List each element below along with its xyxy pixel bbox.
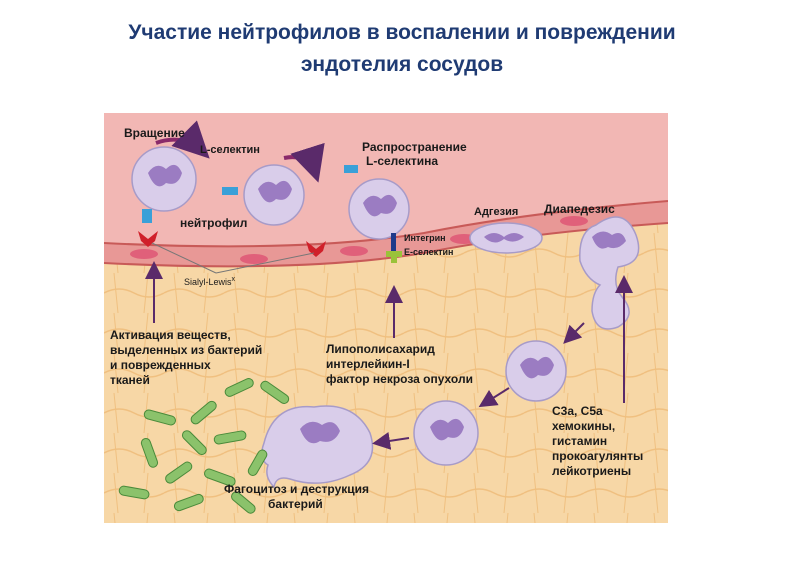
label-activation-2: выделенных из бактерий <box>110 343 262 357</box>
inflammation-diagram: Вращение L-селектин нейтрофил Распростра… <box>104 113 668 523</box>
label-phago-1: Фагоцитоз и деструкция <box>224 482 369 496</box>
arrow-migrate <box>478 387 510 408</box>
l-selectin-marker <box>142 209 152 223</box>
rolling-arrow <box>155 120 210 159</box>
neutrophil-cell <box>348 178 410 240</box>
rolling-arrow <box>283 142 325 183</box>
label-chem-2: хемокины, <box>552 419 615 433</box>
endothelial-nucleus <box>130 249 158 259</box>
label-spreading-1: Распространение <box>362 140 467 154</box>
bacteria-cluster <box>118 378 290 514</box>
sialyl-pointer <box>151 242 315 274</box>
l-selectin-marker <box>344 165 358 173</box>
neutrophil-tissue-cell <box>505 340 567 402</box>
arrow-phago <box>372 432 410 450</box>
endothelial-nucleus <box>340 246 368 256</box>
receptor-marker <box>138 231 158 247</box>
phagocyte-cell <box>261 405 374 489</box>
label-e-selectin: Е-селектин <box>404 247 454 257</box>
label-lps-3: фактор некроза опухоли <box>326 372 473 386</box>
l-selectin-marker <box>222 187 238 195</box>
label-lps-1: Липополисахарид <box>326 342 435 356</box>
arrow-exit <box>563 322 585 344</box>
neutrophil-cell <box>131 146 197 212</box>
label-activation-4: тканей <box>110 373 150 387</box>
label-chem-3: гистамин <box>552 434 607 448</box>
label-rolling: Вращение <box>124 126 185 140</box>
neutrophil-cell <box>243 164 305 226</box>
endothelial-nucleus <box>240 254 268 264</box>
label-chem-1: C3a, C5a <box>552 404 603 418</box>
label-activation-1: Активация веществ, <box>110 328 231 342</box>
neutrophil-tissue-cell <box>413 400 479 466</box>
page-title-line1: Участие нейтрофилов в воспалении и повре… <box>128 21 676 44</box>
label-neutrophil: нейтрофил <box>180 216 247 230</box>
label-diapedesis: Диапедезис <box>544 202 615 216</box>
label-activation-3: и поврежденных <box>110 358 211 372</box>
integrin-marker <box>391 233 396 251</box>
label-spreading-2: L-селектина <box>366 154 438 168</box>
label-adhesion: Адгезия <box>474 206 518 218</box>
endothelial-nucleus <box>560 216 588 226</box>
page-title-line2: эндотелия сосудов <box>300 53 504 76</box>
neutrophil-adhesion-cell <box>469 222 543 254</box>
vessel-lining <box>104 201 668 267</box>
label-lps-2: интерлейкин-I <box>326 357 410 371</box>
label-chem-4: прокоагулянты <box>552 449 643 463</box>
label-chem-5: лейкотриены <box>552 464 631 478</box>
label-phago-2: бактерий <box>268 497 323 511</box>
label-integrin: Интегрин <box>404 233 446 243</box>
receptor-marker <box>306 241 326 257</box>
e-selectin-marker <box>386 251 402 263</box>
label-l-selectin: L-селектин <box>200 144 260 156</box>
label-sialyl: Sialyl-Lewisx <box>184 276 236 287</box>
